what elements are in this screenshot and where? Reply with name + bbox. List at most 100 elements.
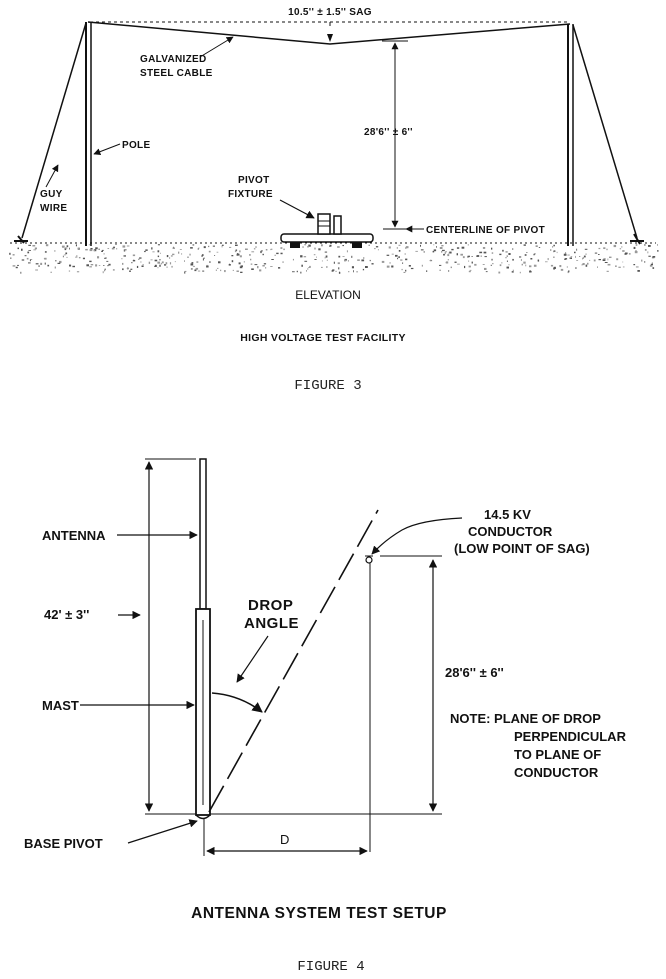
ground-speckle-dot <box>21 259 25 261</box>
ground-speckle-dot <box>519 256 522 258</box>
ground-speckle-dot <box>28 262 31 264</box>
ground-speckle-dot <box>300 255 303 258</box>
ground-speckle-dot <box>30 259 33 260</box>
ground-speckle-dot <box>260 250 263 252</box>
ground-speckle-dot <box>476 255 478 257</box>
ground-speckle-dot <box>265 249 268 251</box>
ground-speckle-dot <box>86 264 89 267</box>
mast <box>195 608 211 816</box>
ground-speckle-dot <box>386 254 390 256</box>
ground-speckle-dot <box>377 249 379 251</box>
ground-speckle-dot <box>351 255 353 258</box>
ground-speckle-dot <box>576 260 579 261</box>
ground-speckle-dot <box>65 252 68 255</box>
ground-speckle-dot <box>203 257 205 259</box>
right-guy-anchor <box>630 233 644 245</box>
ground-speckle-dot <box>318 248 321 251</box>
ground-speckle-dot <box>622 266 625 268</box>
ground-speckle-dot <box>202 258 204 261</box>
ground-speckle-dot <box>550 264 554 267</box>
conductor-leader <box>371 517 463 555</box>
ground-speckle-dot <box>564 258 566 260</box>
ground-speckle-dot <box>474 263 477 266</box>
ground-speckle-dot <box>239 250 241 253</box>
ground-speckle-dot <box>505 257 507 259</box>
ground-speckle-dot <box>462 256 465 259</box>
ground-speckle-dot <box>115 244 117 245</box>
ground-speckle-dot <box>633 246 636 249</box>
ground-speckle-dot <box>116 248 118 250</box>
ground-speckle-dot <box>35 263 39 265</box>
antenna-setup-diagram: ANTENNA 42' ± 3'' MAST BASE PIVOT DROP A… <box>24 458 627 975</box>
ground-speckle-dot <box>523 244 526 246</box>
ground-speckle-dot <box>10 257 12 259</box>
ground-speckle-dot <box>566 266 568 268</box>
ground-speckle-dot <box>75 256 78 258</box>
ground-speckle-dot <box>568 270 570 273</box>
ground-speckle-dot <box>550 249 552 251</box>
ground-speckle-dot <box>357 259 360 261</box>
pivot-fixture-leader <box>279 199 315 219</box>
ground-speckle-dot <box>363 257 365 259</box>
ground-speckle-dot <box>405 269 407 272</box>
ground-speckle-dot <box>89 266 92 268</box>
ground-speckle-dot <box>76 255 78 257</box>
ground-speckle-dot <box>85 248 88 251</box>
ground-speckle-dot <box>523 261 526 264</box>
ground-speckle-dot <box>556 251 558 254</box>
ground-speckle-dot <box>559 265 562 268</box>
ground-speckle-dot <box>520 259 522 261</box>
ground-speckle-dot <box>321 244 323 247</box>
ground-speckle-dot <box>126 267 129 269</box>
ground-speckle-dot <box>253 248 256 250</box>
ground-speckle-dot <box>54 250 56 252</box>
ground-speckle-dot <box>524 254 527 256</box>
ground-speckle-dot <box>307 245 309 248</box>
ground-speckle-dot <box>603 258 606 260</box>
ground-speckle-dot <box>314 259 317 260</box>
ground-speckle-dot <box>89 260 92 263</box>
ground-speckle-dot <box>172 247 175 249</box>
ground-speckle-dot <box>102 271 104 274</box>
ground-speckle-dot <box>55 260 57 262</box>
ground-speckle-dot <box>433 244 435 246</box>
ground-speckle-dot <box>276 252 279 255</box>
ground-speckle-dot <box>313 254 316 256</box>
note-line2: PERPENDICULAR <box>514 729 627 744</box>
left-guy-anchor <box>14 235 28 244</box>
ground-speckle-dot <box>398 244 401 246</box>
ground-speckle-dot <box>280 247 283 249</box>
ground-speckle-dot <box>635 244 638 246</box>
ground-speckle-dot <box>553 266 556 269</box>
ground-speckle-dot <box>423 251 425 253</box>
ground-speckle-dot <box>316 256 317 258</box>
ground-speckle-dot <box>38 265 40 267</box>
ground-speckle-dot <box>450 266 452 269</box>
ground-speckle-dot <box>492 263 494 265</box>
left-pole <box>85 22 92 246</box>
ground-speckle-dot <box>467 255 470 257</box>
ground-speckle-dot <box>296 270 298 273</box>
ground-speckle-dot <box>196 261 199 263</box>
ground-speckle-dot <box>239 266 243 269</box>
ground-speckle-dot <box>506 266 509 269</box>
ground-speckle-dot <box>262 253 264 256</box>
pole-label-leader <box>93 143 121 156</box>
ground-speckle-dot <box>329 244 332 247</box>
ground-speckle-dot <box>324 251 328 253</box>
ground-speckle-dot <box>371 263 374 265</box>
ground-speckle-dot <box>82 257 85 260</box>
ground-speckle-dot <box>511 271 514 273</box>
ground-speckle-dot <box>505 251 508 253</box>
left-guy-wire <box>21 22 87 239</box>
figure4-caption: FIGURE 4 <box>297 959 364 975</box>
ground-speckle-dot <box>104 269 106 272</box>
ground-speckle-dot <box>192 265 195 267</box>
ground-speckle-dot <box>77 247 80 250</box>
ground-speckle-dot <box>66 256 68 258</box>
ground-speckle-dot <box>581 264 583 266</box>
ground-speckle-dot <box>441 250 443 253</box>
ground-speckle-dot <box>430 259 432 262</box>
ground-speckle-dot <box>152 251 155 253</box>
ground-speckle-dot <box>442 249 445 252</box>
